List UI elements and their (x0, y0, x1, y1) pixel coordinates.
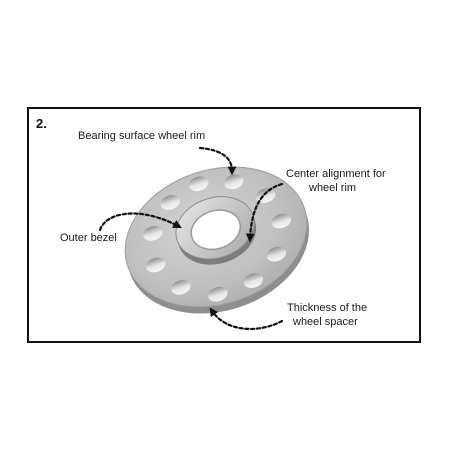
center-hub-ring (175, 196, 257, 265)
bolt-hole (143, 226, 163, 241)
label-center-alignment-2: wheel rim (308, 182, 356, 194)
bolt-hole (160, 195, 180, 210)
bolt-hole (145, 257, 166, 273)
label-bearing-surface: Bearing surface wheel rim (78, 130, 205, 142)
label-center-alignment-1: Center alignment for (286, 168, 386, 180)
leader-center-alignment (245, 182, 284, 243)
label-thickness-1: Thickness of the (287, 302, 367, 314)
bolt-hole (243, 273, 264, 288)
bolt-hole (188, 176, 209, 192)
center-bore (190, 209, 241, 251)
label-outer-bezel: Outer bezel (60, 232, 117, 244)
bolt-hole (208, 286, 228, 302)
leader-bearing-surface (198, 146, 237, 176)
leader-outer-bezel (98, 212, 182, 232)
figure-number: 2. (36, 116, 47, 131)
bolt-hole (271, 213, 292, 229)
wheel-spacer (124, 166, 310, 314)
label-thickness-2: wheel spacer (292, 316, 358, 328)
bolt-hole (224, 174, 244, 190)
bolt-hole (171, 279, 191, 295)
leader-thickness (209, 307, 284, 330)
bolt-hole (266, 246, 287, 262)
